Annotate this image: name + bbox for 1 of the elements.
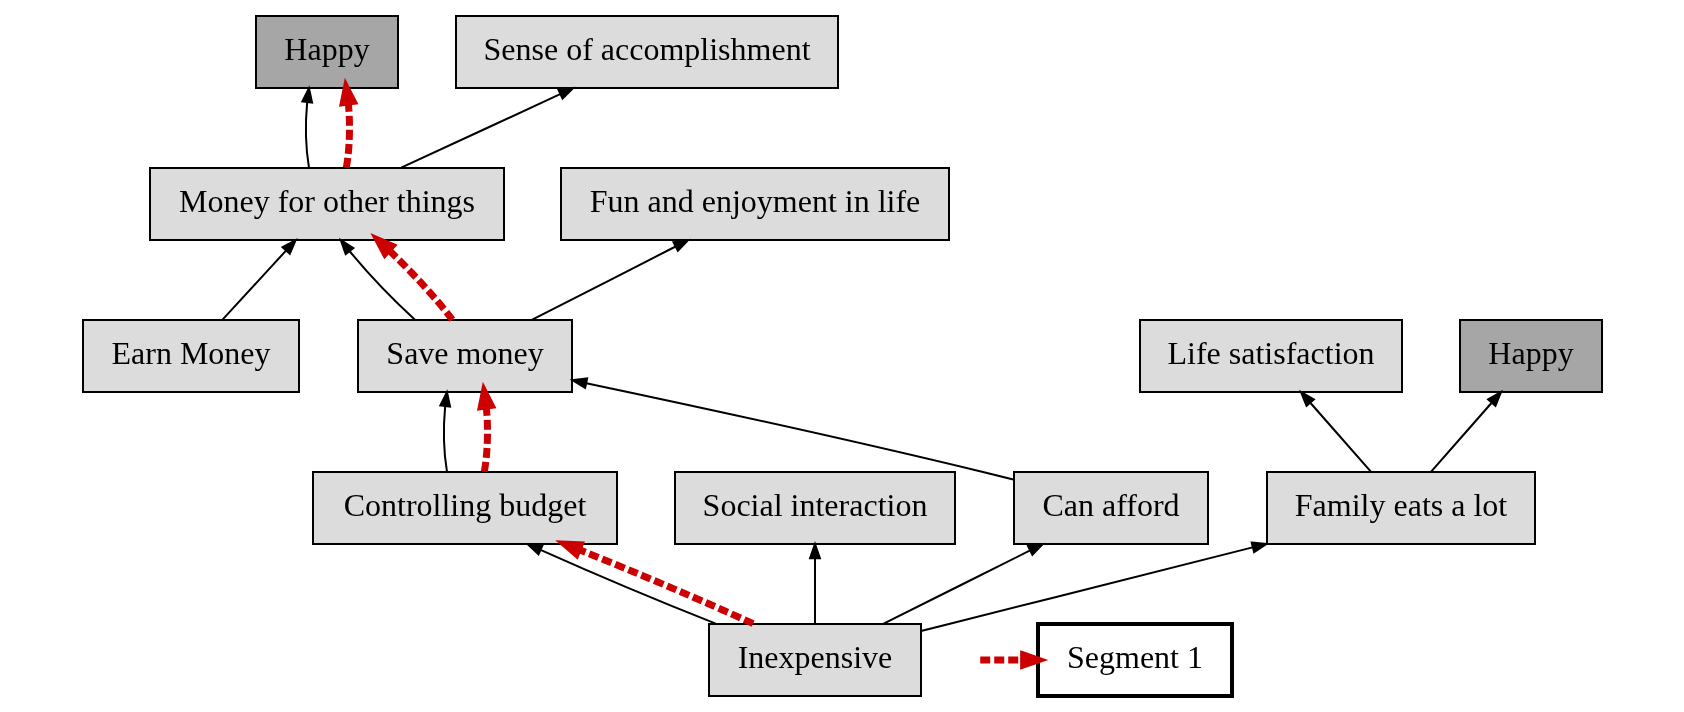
legend-label: Segment 1 xyxy=(1066,638,1203,675)
